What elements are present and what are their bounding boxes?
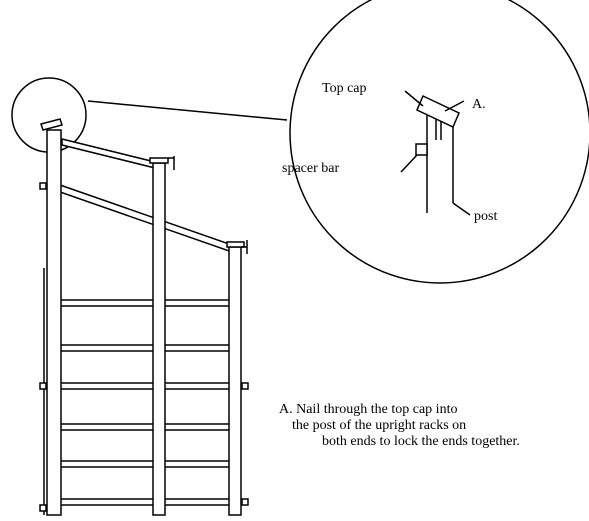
rail <box>59 460 231 468</box>
right-top-cap <box>226 241 245 248</box>
horizontal-rails <box>59 299 231 506</box>
spacer-tab <box>39 504 47 512</box>
detail-top-cap <box>416 94 460 129</box>
left-top-cap <box>40 118 63 131</box>
leader-spacer-bar <box>400 154 418 173</box>
leader-post <box>452 202 471 216</box>
rack-assembly <box>39 118 249 516</box>
posts <box>46 129 242 516</box>
leader-top-cap <box>404 90 424 107</box>
rail <box>59 344 231 352</box>
label-top-cap: Top cap <box>322 81 367 96</box>
label-post: post <box>474 209 497 224</box>
detail-callout <box>11 0 589 284</box>
label-marker-a: A. <box>472 97 486 112</box>
detail-magnified-circle <box>289 0 589 284</box>
right-post <box>228 246 242 516</box>
callout-leader-line <box>87 100 288 121</box>
spacer-tabs <box>39 182 249 512</box>
left-post <box>46 129 62 516</box>
note-line-2: the post of the upright racks on <box>292 418 466 433</box>
note-line-3: both ends to lock the ends together. <box>322 434 520 449</box>
label-spacer-bar: spacer bar <box>282 161 339 176</box>
top-caps <box>40 118 248 254</box>
note-line-1: A. Nail through the top cap into <box>279 402 457 417</box>
rail <box>59 299 231 307</box>
lower-top-board <box>59 183 233 254</box>
spacer-tab <box>39 182 47 190</box>
spacer-tab <box>39 382 47 390</box>
spacer-tab <box>241 382 249 390</box>
upper-top-board <box>61 138 156 169</box>
middle-top-cap <box>149 157 169 164</box>
magnified-joint <box>400 90 471 216</box>
sloped-top-boards <box>59 138 233 254</box>
rail <box>59 498 231 506</box>
spacer-tab <box>241 498 249 506</box>
rail <box>59 423 231 431</box>
leader-marker-a <box>444 100 465 112</box>
rail <box>59 382 231 390</box>
detail-spacer-bar <box>415 143 428 156</box>
middle-post <box>152 162 166 516</box>
